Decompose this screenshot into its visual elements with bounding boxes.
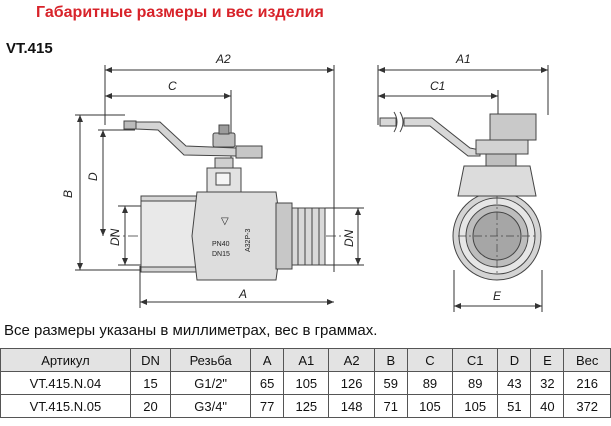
table-cell: 105 [283, 371, 330, 395]
col-header: Артикул [0, 348, 131, 372]
page-heading: Габаритные размеры и вес изделия [36, 4, 324, 21]
table-cell: 216 [563, 371, 611, 395]
dim-label-b: B [61, 190, 75, 198]
dim-label-d: D [86, 172, 100, 181]
table-cell: 89 [406, 371, 454, 395]
dim-label-a2: A2 [215, 52, 231, 66]
col-header: E [530, 348, 565, 372]
col-header: Резьба [170, 348, 252, 372]
table-cell: 59 [373, 371, 408, 395]
col-header: D [497, 348, 532, 372]
table-header-row: Артикул DN Резьба A A1 A2 B C C1 D E Вес [0, 348, 611, 372]
front-body [140, 191, 326, 281]
table-cell: 15 [129, 371, 172, 395]
front-body-marks: PN40 DN15 A32P-3 ▽ [212, 216, 252, 258]
table-cell: 126 [328, 371, 375, 395]
col-header: Вес [563, 348, 611, 372]
dim-label-a: A [238, 287, 247, 301]
dim-label-a1: A1 [455, 52, 471, 66]
table-cell: 89 [452, 371, 499, 395]
table-cell: 65 [250, 371, 285, 395]
front-stem [206, 124, 242, 193]
table-cell: 105 [452, 394, 499, 418]
table-row: VT.415.N.05 20 G3/4" 77 125 148 71 105 1… [0, 394, 611, 418]
table-cell: 125 [283, 394, 330, 418]
table-cell: VT.415.N.05 [0, 394, 131, 418]
col-header: C [406, 348, 454, 372]
table-cell: 40 [530, 394, 565, 418]
dn-mark: DN15 [212, 251, 230, 258]
dim-label-dn-left: DN [108, 228, 122, 246]
technical-drawing: PN40 DN15 A32P-3 ▽ A2 C B D DN DN A [61, 52, 549, 312]
table-cell: 20 [129, 394, 172, 418]
col-header: A1 [283, 348, 330, 372]
units-note: Все размеры указаны в миллиметрах, вес в… [4, 322, 378, 339]
col-header: C1 [452, 348, 499, 372]
pn-mark: PN40 [212, 241, 230, 248]
col-header: B [373, 348, 408, 372]
dim-label-dn-right: DN [342, 229, 356, 247]
table-cell: 51 [497, 394, 532, 418]
table-row: VT.415.N.04 15 G1/2" 65 105 126 59 89 89… [0, 371, 611, 395]
col-header: A [250, 348, 285, 372]
side-handle [379, 111, 537, 167]
table-cell: 77 [250, 394, 285, 418]
front-handle [123, 120, 263, 159]
col-header: DN [129, 348, 172, 372]
model-tag-mark: A32P-3 [245, 229, 252, 252]
table-cell: 372 [563, 394, 611, 418]
spec-table: Артикул DN Резьба A A1 A2 B C C1 D E Вес… [0, 348, 611, 418]
table-cell: 71 [373, 394, 408, 418]
side-body [452, 165, 542, 281]
dim-label-c1: C1 [430, 79, 445, 93]
dim-label-c: C [168, 79, 177, 93]
table-cell: G1/2" [170, 371, 252, 395]
table-cell: 148 [328, 394, 375, 418]
table-cell: VT.415.N.04 [0, 371, 131, 395]
table-cell: 105 [406, 394, 454, 418]
model-title: VT.415 [6, 40, 53, 57]
table-cell: G3/4" [170, 394, 252, 418]
table-cell: 43 [497, 371, 532, 395]
dim-label-e: E [493, 289, 502, 303]
brand-mark: ▽ [221, 216, 229, 227]
col-header: A2 [328, 348, 375, 372]
table-cell: 32 [530, 371, 565, 395]
